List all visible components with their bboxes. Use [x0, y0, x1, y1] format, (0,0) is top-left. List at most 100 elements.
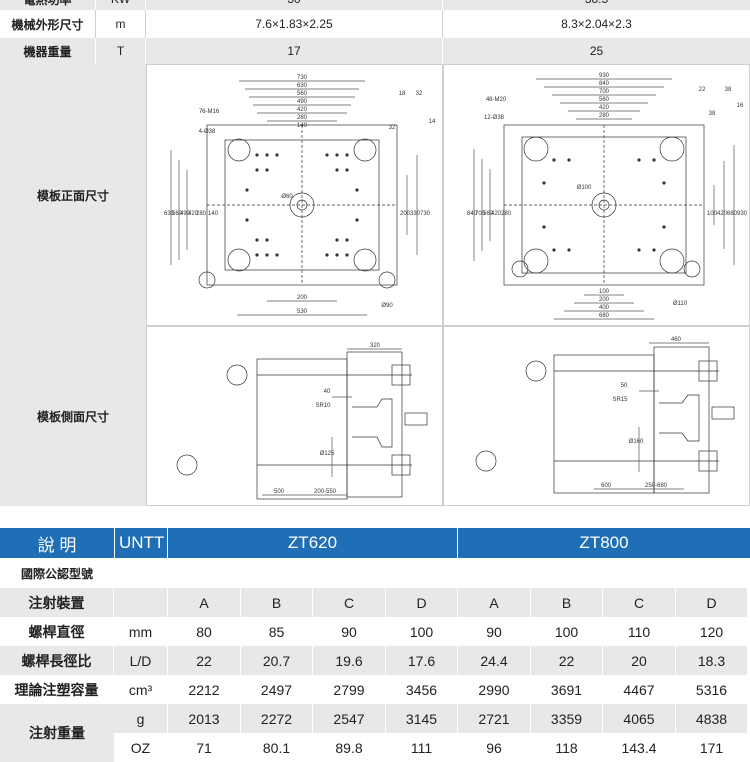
dimensions-zt800: 8.3×2.04×2.3: [443, 10, 750, 38]
dim-text: 420: [491, 211, 502, 217]
dim-text: 560: [172, 211, 183, 217]
dim-text: 680: [727, 211, 738, 217]
spec-value-cell: 2799: [313, 675, 386, 704]
dim-text: 200: [297, 295, 308, 301]
spec-value-cell: 171: [676, 733, 748, 762]
spec-value-cell: D: [676, 588, 748, 617]
power-zt800: 38.5: [443, 0, 750, 10]
header-unit: UNTT: [114, 528, 168, 558]
dimensions-unit: m: [96, 10, 146, 38]
dim-text: 40: [324, 389, 331, 395]
note-text: 76-M16: [199, 109, 220, 115]
power-unit: KW: [96, 0, 146, 10]
dim-text: 420: [188, 211, 199, 217]
dim-text: 730: [420, 211, 431, 217]
spec-value-cell: 71: [168, 733, 241, 762]
dim-text: 18: [399, 91, 406, 97]
spec-value-cell: 2272: [241, 704, 313, 733]
dim-text: 420: [717, 211, 728, 217]
dim-text: Ø125: [320, 451, 335, 457]
dim-text: 560: [483, 211, 494, 217]
spec-value-cell: 120: [676, 617, 748, 646]
dim-text: 200: [599, 297, 610, 303]
spec-value-cell: 2547: [313, 704, 386, 733]
dim-text: 680: [599, 313, 610, 319]
spec-row-unit: cm³: [114, 675, 168, 704]
dim-text: 280: [297, 115, 308, 121]
dim-text: 200-550: [314, 489, 337, 495]
dim-text: 250-680: [645, 483, 668, 489]
dim-text: 140: [208, 211, 219, 217]
side-drawing-label: 模板側面尺寸: [0, 326, 146, 506]
spec-value-cell: 2990: [458, 675, 531, 704]
spec-value-cell: 5316: [676, 675, 748, 704]
note-text: Ø60: [281, 194, 293, 200]
top-row-dimensions: 機械外形尺寸 m 7.6×1.83×2.25 8.3×2.04×2.3: [0, 10, 750, 38]
dim-text: 32: [389, 125, 396, 131]
dim-text: 330: [410, 211, 421, 217]
spec-value-cell: 118: [531, 733, 603, 762]
dim-text: 38: [709, 111, 716, 117]
dim-text: 32: [416, 91, 423, 97]
spec-value-cell: 20.7: [241, 646, 313, 675]
dim-text: 630: [164, 211, 175, 217]
dim-text: 930: [737, 211, 748, 217]
spec-value-cell: C: [313, 588, 386, 617]
note-text: 12-Ø38: [484, 115, 505, 121]
spec-row-unit: mm: [114, 617, 168, 646]
spec-row-label: 理論注塑容量: [0, 675, 114, 704]
dim-text: 420: [599, 105, 610, 111]
dim-text: 14: [429, 119, 436, 125]
spec-value-cell: 20: [603, 646, 676, 675]
dim-text: SR15: [612, 397, 628, 403]
dim-text: 930: [599, 73, 610, 79]
spec-value-cell: 85: [241, 617, 313, 646]
dim-text: 50: [621, 383, 628, 389]
note-text: 4-Ø38: [199, 129, 216, 135]
dim-text: 600: [601, 483, 612, 489]
power-label: 電熱功率: [0, 0, 96, 10]
power-zt620: 30: [146, 0, 443, 10]
dim-text: 100: [707, 211, 718, 217]
spec-value-cell: 2497: [241, 675, 313, 704]
dim-text: 700: [599, 89, 610, 95]
spec-value-cell: 110: [603, 617, 676, 646]
spec-row-unit: L/D: [114, 646, 168, 675]
dim-text: 22: [699, 87, 706, 93]
platen-front-drawing-zt800: 930 840 700 560 420 280 840 700 560 420 …: [443, 64, 750, 326]
dim-text: 840: [599, 81, 610, 87]
spec-value-cell: C: [603, 588, 676, 617]
dim-text: SR10: [315, 403, 331, 409]
spec-row-label: 螺桿長徑比: [0, 646, 114, 675]
intl-model-row: 國際公認型號: [0, 558, 750, 588]
spec-value-cell: 80: [168, 617, 241, 646]
machine-weight-unit: T: [96, 38, 146, 64]
spec-row-label: 螺桿直徑: [0, 617, 114, 646]
machine-weight-label: 機器重量: [0, 38, 96, 64]
header-title: 說 明: [0, 528, 114, 558]
spec-value-cell: 3456: [386, 675, 458, 704]
machine-weight-zt620: 17: [146, 38, 443, 64]
dimensions-zt620: 7.6×1.83×2.25: [146, 10, 443, 38]
spec-value-cell: 90: [458, 617, 531, 646]
spec-value-cell: A: [458, 588, 531, 617]
spec-value-cell: 111: [386, 733, 458, 762]
dim-text: 530: [297, 309, 308, 315]
platen-side-drawing-zt800: 460 50 SR15 Ø160 600 250-680: [443, 326, 750, 506]
spec-value-cell: 4467: [603, 675, 676, 704]
top-row-power: 電熱功率 KW 30 38.5: [0, 0, 750, 10]
spec-value-cell: 3145: [386, 704, 458, 733]
spec-value-cell: 2013: [168, 704, 241, 733]
dim-text: 500: [274, 489, 285, 495]
spec-value-cell: 4065: [603, 704, 676, 733]
spec-value-cell: 90: [313, 617, 386, 646]
spec-value-cell: 24.4: [458, 646, 531, 675]
dim-text: 200: [400, 211, 411, 217]
spec-row-unit: OZ: [114, 733, 168, 762]
intl-model-label: 國際公認型號: [20, 566, 93, 581]
spec-value-cell: 19.6: [313, 646, 386, 675]
dim-text: 100: [599, 289, 610, 295]
